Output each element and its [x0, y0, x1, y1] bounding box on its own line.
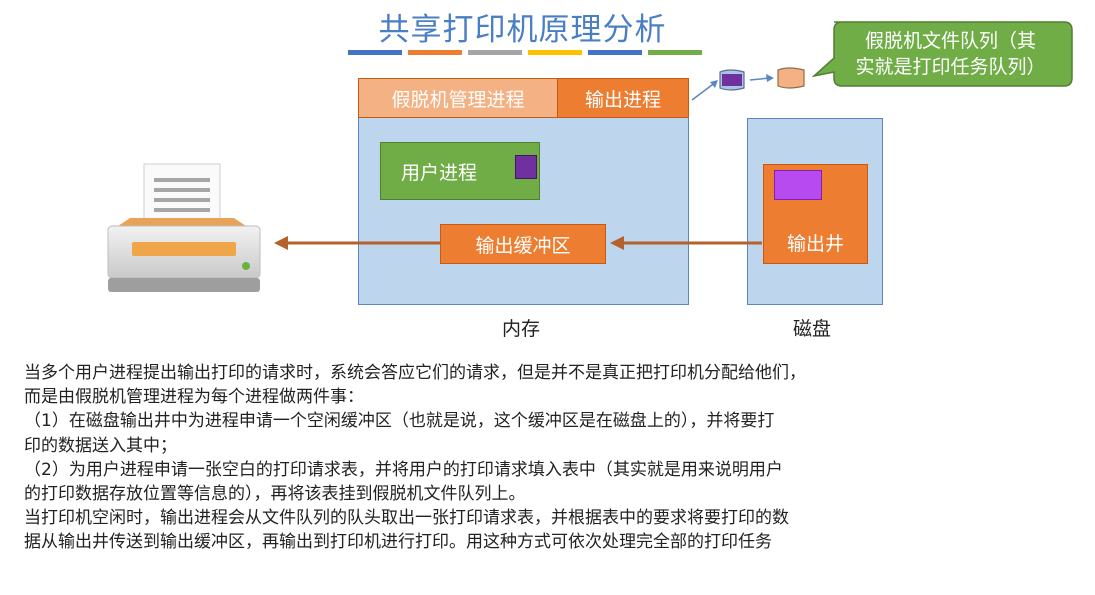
stripe-2	[408, 50, 462, 55]
queue-callout-text: 假脱机文件队列（其 实就是打印任务队列）	[838, 28, 1063, 80]
paragraph-line: （1）在磁盘输出井中为进程申请一个空闲缓冲区（也就是说，这个缓冲区是在磁盘上的）…	[24, 411, 775, 432]
callout-line-1: 假脱机文件队列（其	[864, 30, 1036, 52]
user-process-label: 用户进程	[401, 162, 478, 184]
disk-caption: 磁盘	[793, 318, 832, 340]
output-well: 输出井	[763, 164, 868, 264]
stripe-6	[648, 50, 702, 55]
user-process: 用户进程	[380, 142, 540, 200]
buffer-to-printer-arrow	[270, 232, 442, 254]
paragraph-line: 据从输出井传送到输出缓冲区，再输出到打印机进行打印。用这种方式可依次处理完全部的…	[24, 532, 772, 553]
page-title: 共享打印机原理分析	[378, 12, 667, 48]
printer-icon	[100, 160, 268, 302]
user-data-block	[515, 155, 537, 179]
explanation-text: 当多个用户进程提出输出打印的请求时，系统会答应它们的请求，但是并不是真正把打印机…	[24, 361, 1074, 555]
stripe-5	[588, 50, 642, 55]
paragraph-line: 而是由假脱机管理进程为每个进程做两件事：	[24, 387, 364, 408]
output-buffer: 输出缓冲区	[440, 224, 606, 264]
memory-caption: 内存	[502, 318, 541, 340]
queue-callout-shape	[812, 21, 1073, 87]
paragraph-line: 当打印机空闲时，输出进程会从文件队列的队头取出一张打印请求表，并根据表中的要求将…	[24, 508, 789, 529]
spooled-data-block	[774, 170, 822, 200]
stripe-4	[528, 50, 582, 55]
paragraph-line: 当多个用户进程提出输出打印的请求时，系统会答应它们的请求，但是并不是真正把打印机…	[24, 363, 806, 383]
spooling-manager-process: 假脱机管理进程	[358, 78, 558, 118]
stripe-3	[468, 50, 522, 55]
output-well-label: 输出井	[786, 233, 844, 255]
well-to-buffer-arrow	[606, 232, 764, 254]
paragraph-line: 的打印数据存放位置等信息的），再将该表挂到假脱机文件队列上。	[24, 484, 526, 505]
paragraph-line: （2）为用户进程申请一张空白的打印请求表，并将用户的打印请求填入表中（其实就是用…	[24, 459, 783, 480]
callout-line-2: 实就是打印任务队列）	[855, 56, 1046, 78]
title-underline	[348, 50, 702, 55]
output-process: 输出进程	[557, 78, 689, 118]
paragraph-line: 印的数据送入其中；	[24, 435, 177, 456]
queue-file-icon	[688, 60, 818, 116]
stripe-1	[348, 50, 402, 55]
